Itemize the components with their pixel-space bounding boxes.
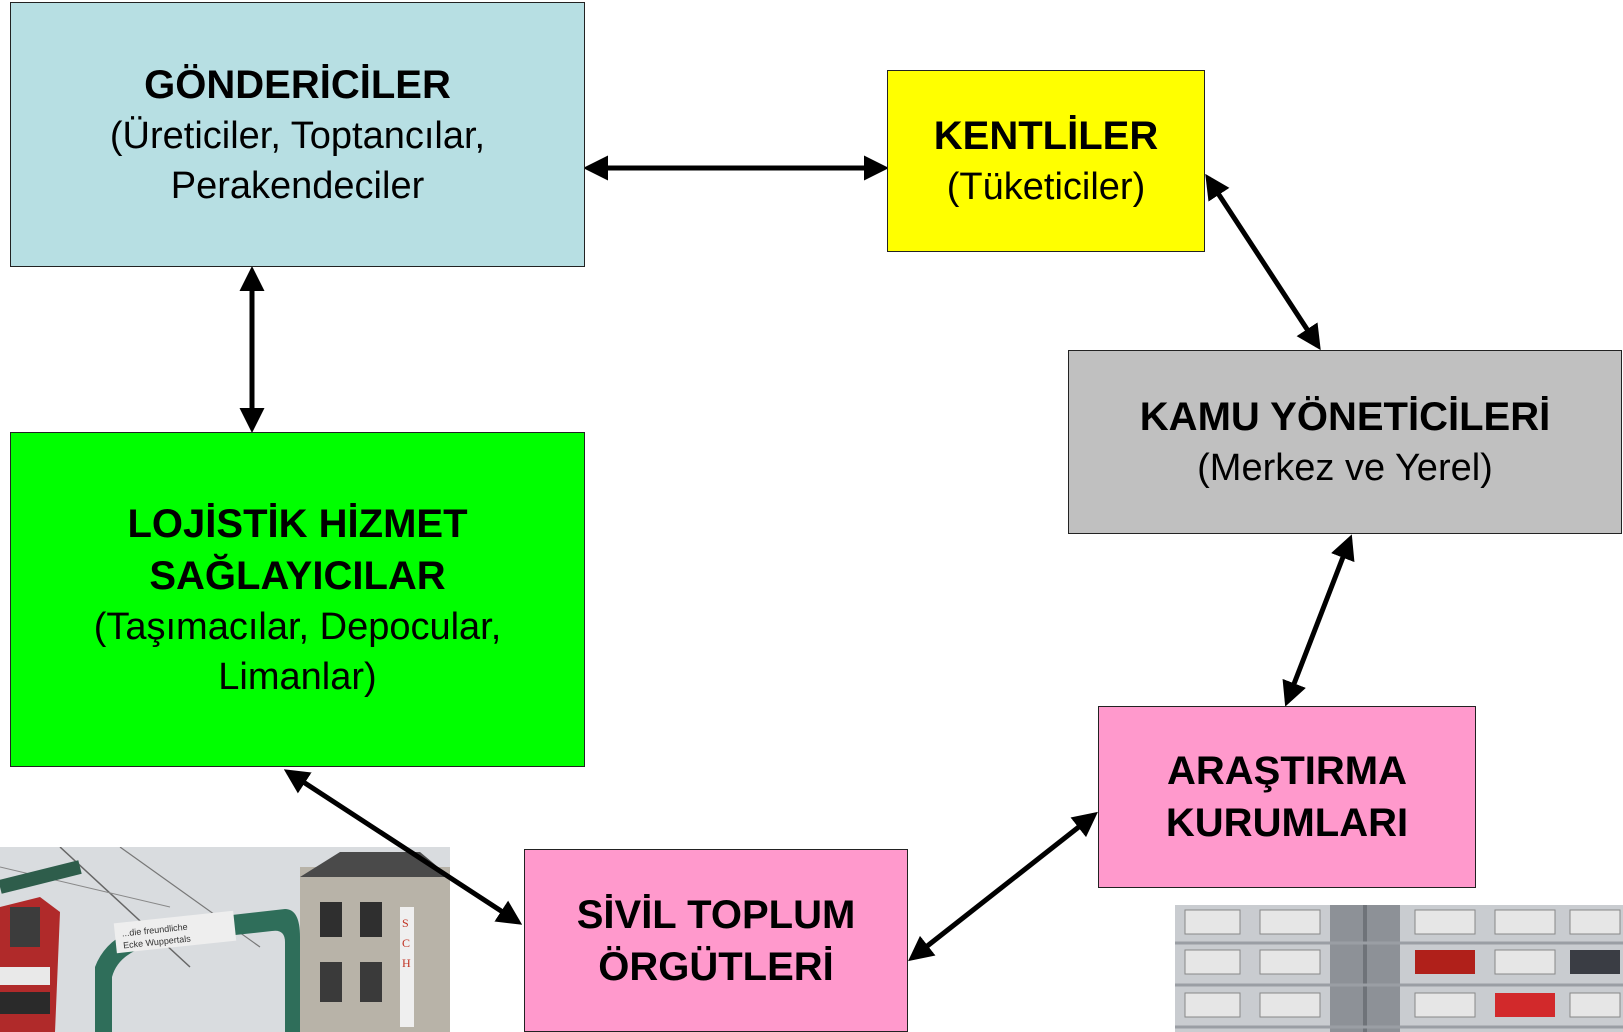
arrow-kentliler-kamu: [1205, 173, 1321, 351]
citizens-box: KENTLİLER (Tüketiciler): [887, 70, 1205, 252]
public-administrators-box: KAMU YÖNETİCİLERİ (Merkez ve Yerel): [1068, 350, 1622, 534]
research-institutions-box: ARAŞTIRMA KURUMLARI: [1098, 706, 1476, 888]
senders-box: GÖNDERİCİLER (Üreticiler, Toptancılar, P…: [10, 2, 585, 267]
wuppertal-street-photo: S C H ...die freundliche Ecke Wuppertals: [0, 847, 450, 1032]
svg-text:H: H: [402, 956, 411, 970]
svg-text:C: C: [402, 936, 410, 950]
arrow-sivil-arastirma: [908, 811, 1098, 962]
logistics-title-line1: LOJİSTİK HİZMET: [127, 501, 468, 546]
civil-society-box: SİVİL TOPLUM ÖRGÜTLERİ: [524, 849, 908, 1032]
logistics-sub-line2: Limanlar): [218, 655, 377, 698]
logistics-title-line2: SAĞLAYICILAR: [149, 553, 446, 598]
arrow-kamu-arastirma: [1282, 534, 1355, 707]
public-administrators-sub: (Merkez ve Yerel): [1197, 447, 1493, 489]
senders-sub-line2: Perakendeciler: [170, 164, 425, 207]
citizens-sub: (Tüketiciler): [946, 166, 1146, 208]
senders-sub-line1: (Üreticiler, Toptancılar,: [109, 114, 486, 157]
logistics-sub-line1: (Taşımacılar, Depocular,: [93, 605, 502, 648]
research-title-line2: KURUMLARI: [1165, 801, 1409, 845]
senders-title: GÖNDERİCİLER: [144, 62, 451, 107]
citizens-title: KENTLİLER: [933, 114, 1159, 158]
public-administrators-title: KAMU YÖNETİCİLERİ: [1139, 395, 1551, 439]
logistics-providers-box: LOJİSTİK HİZMET SAĞLAYICILAR (Taşımacıla…: [10, 432, 585, 767]
civil-society-title-line1: SİVİL TOPLUM: [576, 892, 856, 937]
svg-text:S: S: [402, 916, 409, 930]
civil-society-title-line2: ÖRGÜTLERİ: [598, 944, 834, 989]
car-tower-photo: [1175, 905, 1623, 1032]
research-title-line1: ARAŞTIRMA: [1167, 749, 1407, 793]
